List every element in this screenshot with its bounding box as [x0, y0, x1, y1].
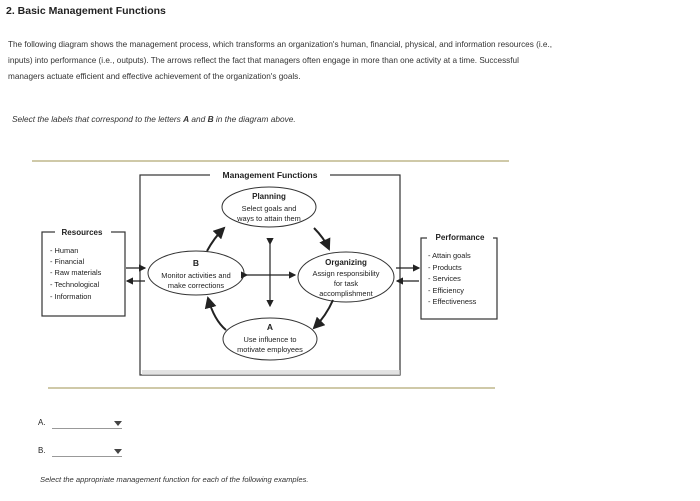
- organizing-title: Organizing: [325, 258, 367, 267]
- frame-title: Management Functions: [223, 170, 318, 180]
- intro-paragraph: The following diagram shows the manageme…: [8, 37, 688, 85]
- organizing-text: for task: [334, 279, 359, 288]
- performance-item: - Effectiveness: [428, 297, 477, 306]
- arrow-organizing-to-a: [312, 299, 334, 330]
- answer-a-row: A.: [38, 418, 128, 434]
- arrow-planning-to-organizing: [313, 227, 331, 251]
- b-node-text: Monitor activities and: [161, 271, 230, 280]
- divider-bottom: [48, 387, 495, 389]
- functions-frame-shadow: [142, 370, 400, 375]
- organizing-text: accomplishment: [319, 289, 372, 298]
- planning-text: ways to attain them: [236, 214, 301, 223]
- a-node-title: A: [267, 322, 273, 332]
- resources-item: - Information: [50, 292, 92, 301]
- performance-title: Performance: [436, 233, 485, 242]
- instruction-suffix: in the diagram above.: [213, 114, 296, 124]
- question-title: 2. Basic Management Functions: [6, 5, 166, 17]
- chevron-down-icon[interactable]: [114, 421, 122, 426]
- footer-instruction: Select the appropriate management functi…: [40, 475, 309, 484]
- a-node-text: motivate employees: [237, 345, 303, 354]
- answer-b-label: B.: [38, 446, 46, 455]
- divider-top: [32, 160, 509, 162]
- organizing-node: [297, 251, 395, 303]
- a-node: [222, 317, 318, 361]
- resources-item: - Financial: [50, 257, 84, 266]
- instruction-text: Select the labels that correspond to the…: [12, 114, 296, 124]
- resources-item: - Technological: [50, 280, 100, 289]
- intro-line: inputs) into performance (i.e., outputs)…: [8, 56, 519, 65]
- instruction-letter-a: A: [183, 114, 190, 124]
- organizing-text: Assign responsibility: [313, 269, 380, 278]
- answer-a-label: A.: [38, 418, 46, 427]
- answer-b-row: B.: [38, 446, 128, 462]
- answer-b-dropdown[interactable]: [52, 456, 122, 457]
- b-node-text: make corrections: [168, 281, 225, 290]
- resources-item: - Human: [50, 246, 78, 255]
- intro-line: The following diagram shows the manageme…: [8, 40, 553, 49]
- answer-a-dropdown[interactable]: [52, 428, 122, 429]
- instruction-prefix: Select the labels that correspond to the…: [12, 114, 184, 124]
- performance-box: [420, 237, 498, 320]
- performance-item: - Attain goals: [428, 251, 471, 260]
- resources-title: Resources: [62, 228, 103, 237]
- planning-text: Select goals and: [242, 204, 297, 213]
- a-node-text: Use influence to: [244, 335, 297, 344]
- planning-title: Planning: [252, 192, 286, 201]
- arrow-a-to-b: [204, 296, 227, 331]
- arrow-b-to-planning: [206, 226, 226, 252]
- chevron-down-icon[interactable]: [114, 449, 122, 454]
- instruction-letter-b: B: [207, 114, 214, 124]
- planning-node: [221, 186, 317, 228]
- intro-line: managers actuate efficient and effective…: [8, 72, 301, 81]
- resources-item: - Raw materials: [50, 268, 102, 277]
- performance-item: - Services: [428, 274, 461, 283]
- instruction-and: and: [189, 114, 208, 124]
- performance-item: - Efficiency: [428, 286, 464, 295]
- performance-item: - Products: [428, 263, 462, 272]
- b-node-title: B: [193, 258, 199, 268]
